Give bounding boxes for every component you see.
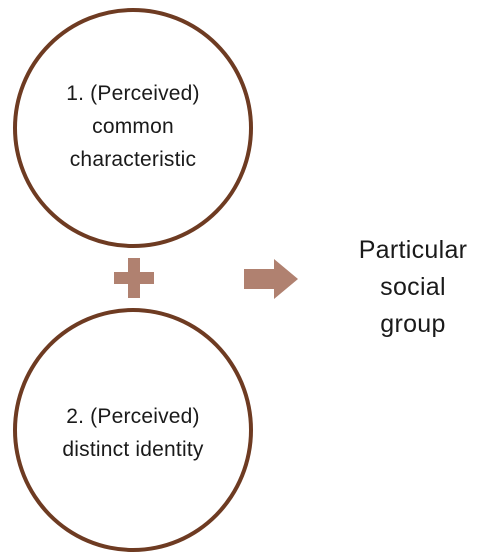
result-line: group [380,310,446,338]
characteristic-line: characteristic [69,147,197,171]
result-line: Particular [358,236,468,264]
characteristic-line: 1. (Perceived) [66,81,200,105]
identity-line: 2. (Perceived) [66,405,200,428]
identity-label: 2. (Perceived) distinct identity [33,400,233,466]
plus-icon [114,258,154,298]
identity-line: distinct identity [62,438,204,461]
identity-circle: 2. (Perceived) distinct identity [13,308,253,552]
arrow-right-icon [244,259,298,299]
result-label: Particular social group [340,232,486,343]
characteristic-circle: 1. (Perceived) common characteristic [13,8,253,248]
result-line: social [380,273,446,301]
characteristic-label: 1. (Perceived) common characteristic [33,77,233,176]
characteristic-line: common [92,114,174,138]
